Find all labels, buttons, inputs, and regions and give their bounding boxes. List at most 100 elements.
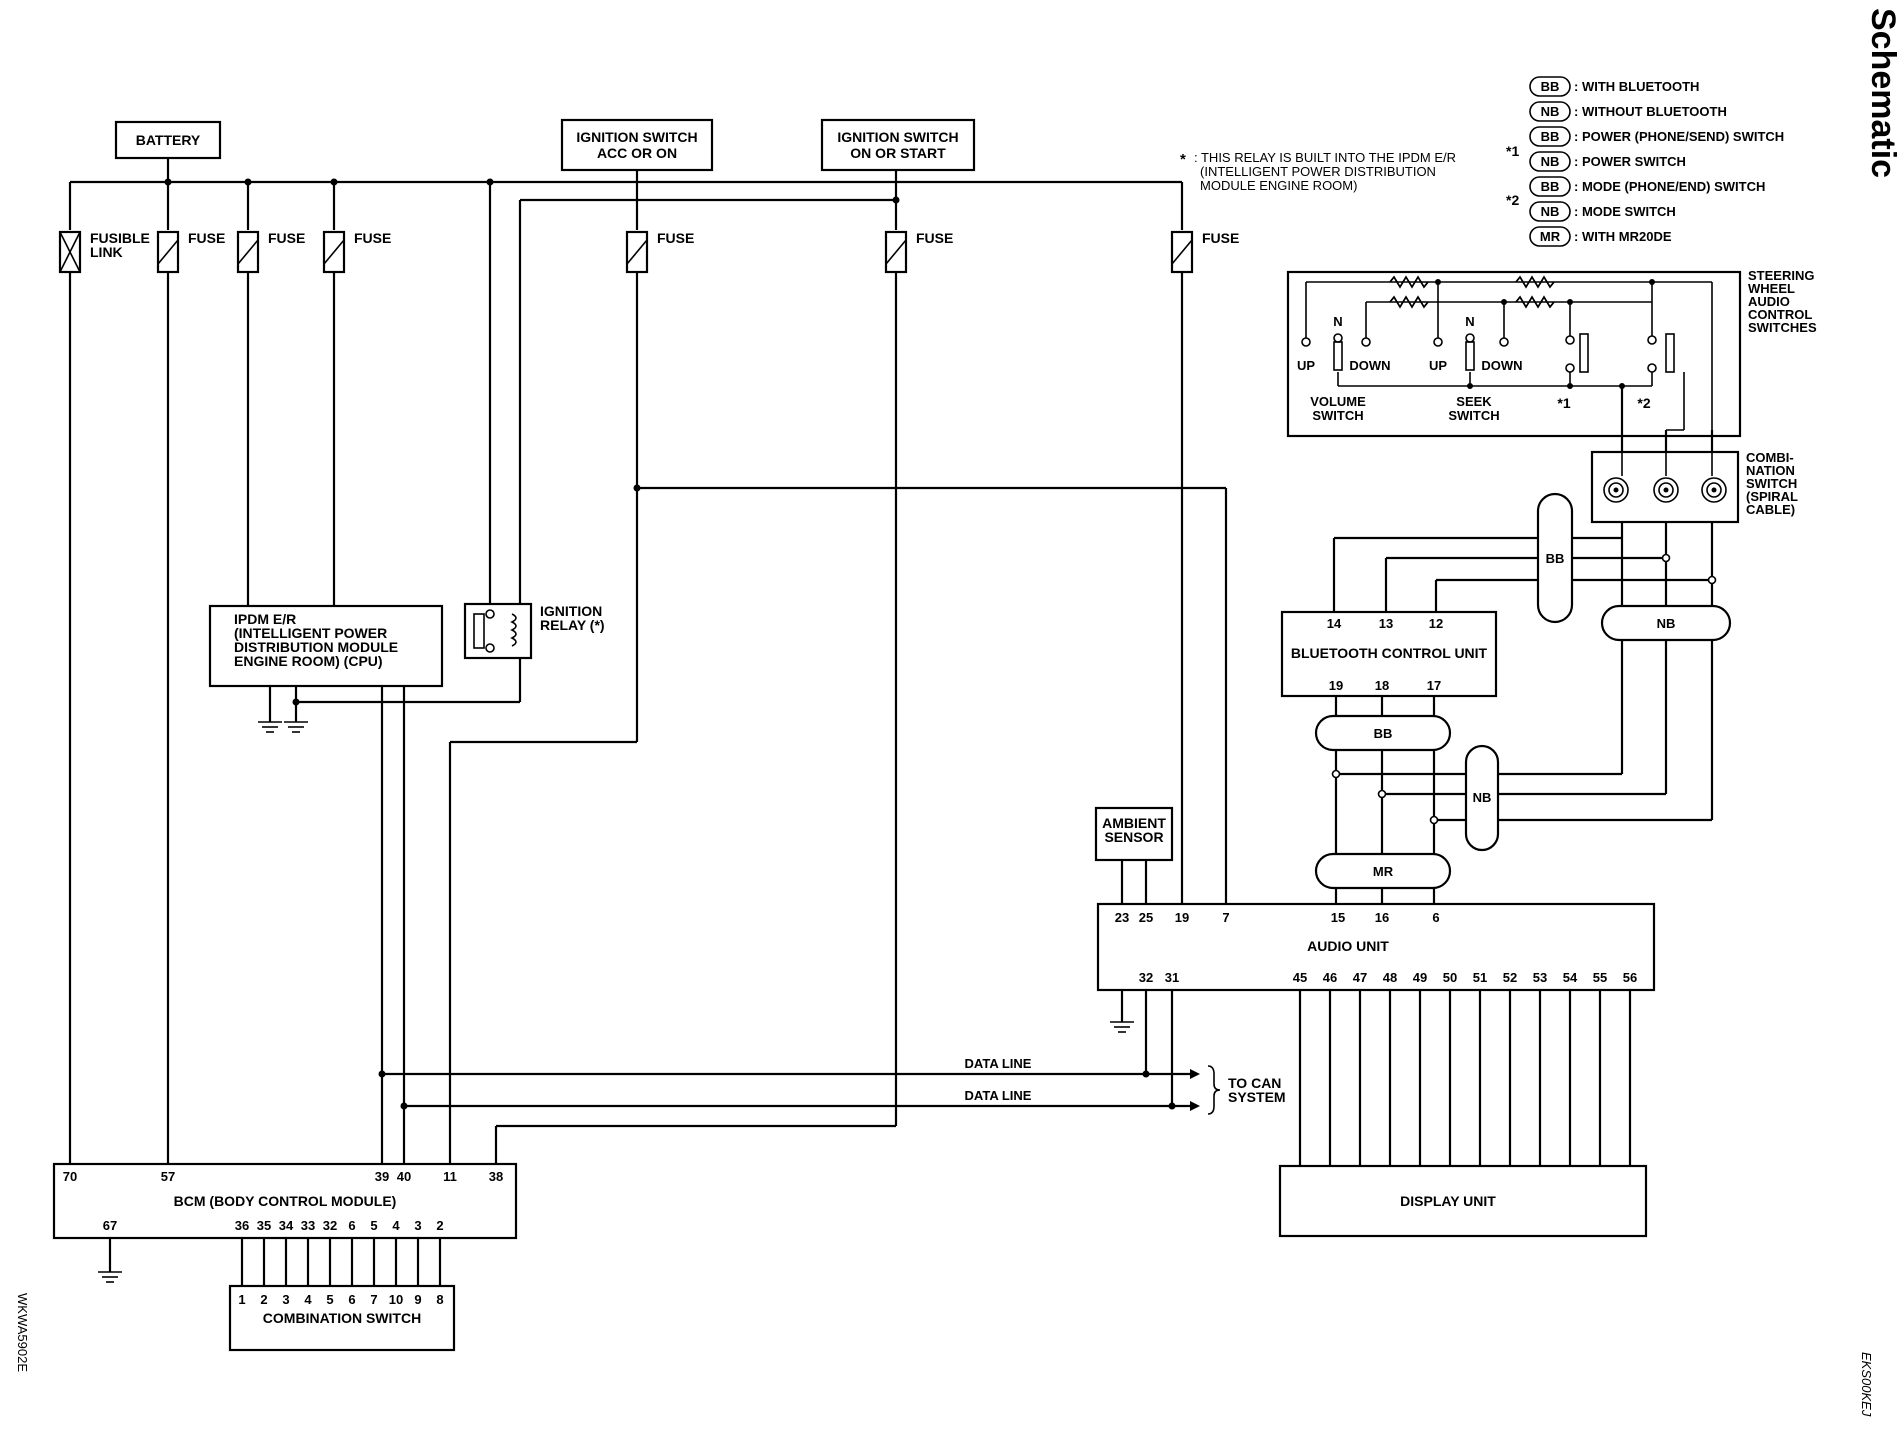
ipdm-label: ENGINE ROOM) (CPU) [234,653,383,669]
combination-switch-pin: 4 [304,1292,312,1307]
spiral-cable-box: COMBI- NATION SWITCH (SPIRAL CABLE) [1590,450,1798,524]
bcm-combination-wires [240,1238,442,1286]
spiral-cable-title-line: COMBI- [1746,450,1794,465]
fuse: FUSE [884,230,953,274]
switch-neutral-label: N [1333,314,1342,329]
ignition-on-label: IGNITION SWITCH [837,129,958,145]
legend-badge: BB [1541,179,1560,194]
combination-switch-pin: 2 [260,1292,267,1307]
audio-unit-pin: 53 [1533,970,1547,985]
fusible-link-label: LINK [90,244,123,260]
relay-note-star: * [1180,151,1186,168]
volume-switch-label: VOLUME [1310,394,1366,409]
audio-unit-pin: 48 [1383,970,1397,985]
fuse: FUSE [156,230,225,274]
volume-switch-label: SWITCH [1312,408,1363,423]
fuse: FUSE [625,230,694,274]
fuse-label: FUSE [354,230,391,246]
bcm-pin: 6 [348,1218,355,1233]
ambient-sensor-box: AMBIENT SENSOR [1094,806,1174,904]
combination-switch-pin: 6 [348,1292,355,1307]
audio-display-wires [1298,990,1632,1166]
switch-up-label: UP [1297,358,1315,373]
ignition-acc-label: IGNITION SWITCH [576,129,697,145]
bcm-pin: 40 [397,1169,411,1184]
combination-switch-pin: 10 [389,1292,403,1307]
option-badge-bb: BB [1536,492,1574,624]
audio-unit-pin: 52 [1503,970,1517,985]
audio-unit-pin: 46 [1323,970,1337,985]
section-code: EKS00KEJ [1859,1352,1874,1417]
bcm-pin: 5 [370,1218,377,1233]
option-badge-label: BB [1546,551,1565,566]
legend-text: : WITH BLUETOOTH [1574,79,1699,94]
option-badge-label: NB [1473,790,1492,805]
power-wires [68,272,1228,1164]
bluetooth-unit-box: BLUETOOTH CONTROL UNIT 14 13 12 19 18 17 [1280,610,1498,698]
option-badge-nb: NB [1464,744,1500,852]
spiral-cable-title-line: (SPIRAL [1746,489,1798,504]
audio-unit-pin: 49 [1413,970,1427,985]
legend-item: *2 BB : MODE (PHONE/END) SWITCH [1506,176,1765,208]
legend-item: MR : WITH MR20DE [1529,226,1672,247]
bcm-pin: 2 [436,1218,443,1233]
combination-switch-pin: 7 [370,1292,377,1307]
ignition-relay-label: RELAY (*) [540,617,605,633]
legend-text: : MODE SWITCH [1574,204,1676,219]
switch-mark: *1 [1557,395,1570,411]
steering-switch-title-line: CONTROL [1748,307,1812,322]
ignition-relay: IGNITION RELAY (*) [463,602,605,660]
bluetooth-unit-label: BLUETOOTH CONTROL UNIT [1291,645,1488,661]
spiral-cable-title-line: NATION [1746,463,1795,478]
ignition-acc-label: ACC OR ON [597,145,677,161]
fusible-link-label: FUSIBLE [90,230,150,246]
audio-unit-pin: 47 [1353,970,1367,985]
ambient-sensor-label: AMBIENT [1102,815,1166,831]
fuse: FUSE [236,230,305,274]
legend-item: *1 BB : POWER (PHONE/SEND) SWITCH [1506,126,1784,159]
relay-note-line: : THIS RELAY IS BUILT INTO THE IPDM E/R [1194,150,1456,165]
option-badge-label: BB [1374,726,1393,741]
switch-neutral-label: N [1465,314,1474,329]
legend-text: : MODE (PHONE/END) SWITCH [1574,179,1765,194]
legend-mark: *2 [1506,192,1519,208]
bluetooth-unit-pin: 17 [1427,678,1441,693]
steering-switch-title-line: STEERING [1748,268,1814,283]
bcm-pin: 35 [257,1218,271,1233]
legend-text: : POWER (PHONE/SEND) SWITCH [1574,129,1784,144]
audio-unit-pin: 31 [1165,970,1179,985]
combination-switch-pin: 1 [238,1292,245,1307]
legend-item: NB : POWER SWITCH [1529,151,1686,172]
ipdm-box: IPDM E/R (INTELLIGENT POWER DISTRIBUTION… [208,604,444,688]
relay-note: * : THIS RELAY IS BUILT INTO THE IPDM E/… [1180,150,1456,193]
audio-unit-pin: 55 [1593,970,1607,985]
battery-label: BATTERY [136,132,201,148]
ignition-on-label: ON OR START [850,145,946,161]
legend-text: : POWER SWITCH [1574,154,1686,169]
audio-unit-pin: 7 [1222,910,1229,925]
fuse-label: FUSE [657,230,694,246]
combination-switch-pin: 5 [326,1292,333,1307]
legend: BB : WITH BLUETOOTH NB : WITHOUT BLUETOO… [1506,76,1784,247]
audio-unit-pin: 25 [1139,910,1153,925]
steering-harness-wires [1331,522,1717,904]
audio-unit-pin: 51 [1473,970,1487,985]
option-badge-mr: MR [1314,852,1452,890]
legend-badge: NB [1541,204,1560,219]
battery-bus [68,158,1184,640]
can-destination-label: TO CAN [1228,1075,1281,1091]
ignition-acc-box: IGNITION SWITCH ACC OR ON [560,118,714,172]
audio-unit-pin: 16 [1375,910,1389,925]
bcm-pin: 32 [323,1218,337,1233]
bcm-pin: 38 [489,1169,503,1184]
bluetooth-unit-pin: 19 [1329,678,1343,693]
seek-switch-label: SWITCH [1448,408,1499,423]
option-badge-label: NB [1657,616,1676,631]
legend-text: : WITH MR20DE [1574,229,1672,244]
audio-unit-pin: 19 [1175,910,1189,925]
audio-unit-box: AUDIO UNIT 23 25 19 7 15 16 6 32 31 45 4… [1096,902,1656,992]
legend-badge: BB [1541,129,1560,144]
ground-icon [1110,990,1134,1033]
combination-switch-box: COMBINATION SWITCH 1 2 3 4 5 6 7 10 9 8 [228,1284,456,1352]
